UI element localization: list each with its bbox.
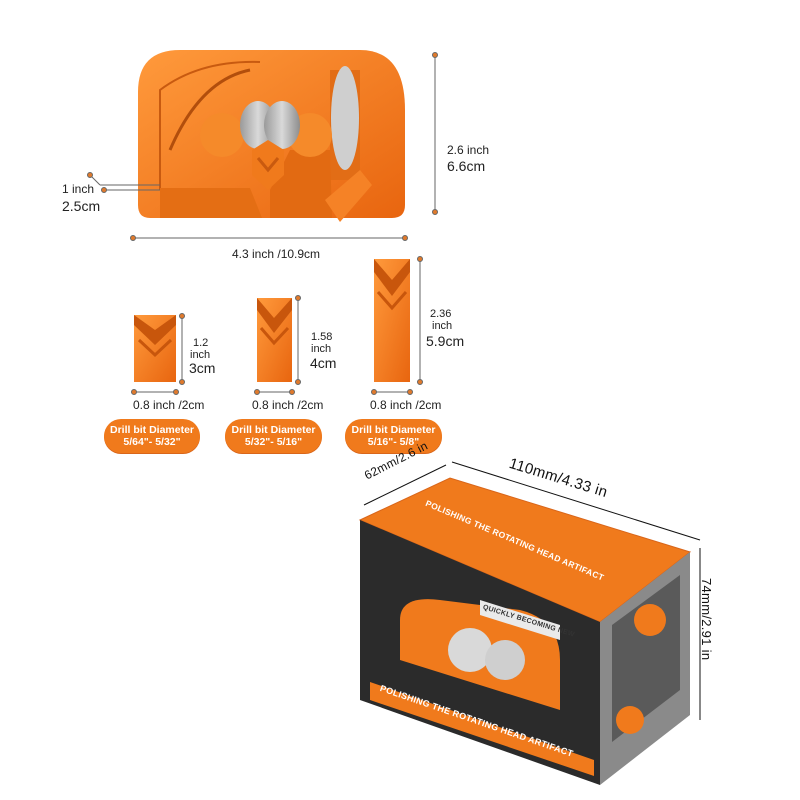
insert-dimension-lines xyxy=(131,256,423,395)
insert-small xyxy=(134,315,176,382)
insert-large-height-inch: 2.36 xyxy=(430,308,452,320)
height-label-inch: 2.6 inch xyxy=(447,143,490,157)
insert-medium-height-inch: 1.58 xyxy=(311,331,333,343)
box-height-label: 74mm/2.91 in xyxy=(699,578,714,661)
pill-title: Drill bit Diameter xyxy=(109,424,195,436)
depth-label-cm: 2.5cm xyxy=(62,198,101,214)
insert-medium-drill-pill: Drill bit Diameter 5/32"- 5/16" xyxy=(225,419,322,453)
insert-large-height-cm: 5.9cm xyxy=(426,333,465,349)
insert-small-height-inch: 1.2 xyxy=(193,337,209,349)
insert-large-width: 0.8 inch /2cm xyxy=(370,398,442,412)
insert-small-width: 0.8 inch /2cm xyxy=(133,398,205,412)
width-label: 4.3 inch /10.9cm xyxy=(232,247,321,261)
box-dimension-lines xyxy=(363,461,701,720)
pill-range: 5/32"- 5/16" xyxy=(244,436,303,448)
insert-medium-width: 0.8 inch /2cm xyxy=(252,398,324,412)
insert-large-drill-pill: Drill bit Diameter 5/16"- 5/8" xyxy=(345,419,442,453)
depth-label-inch: 1 inch xyxy=(62,182,95,196)
insert-small-drill-pill: Drill bit Diameter 5/64"- 5/32" xyxy=(104,419,200,453)
insert-large-height-unit: inch xyxy=(432,320,453,332)
pill-title: Drill bit Diameter xyxy=(231,424,316,436)
insert-small-height-unit: inch xyxy=(190,349,211,361)
insert-small-height-cm: 3cm xyxy=(189,360,216,376)
product-box xyxy=(358,477,692,785)
insert-large xyxy=(374,259,410,382)
pill-range: 5/64"- 5/32" xyxy=(123,436,181,448)
main-dimension-lines xyxy=(87,52,438,241)
pill-range: 5/16"- 5/8" xyxy=(367,436,420,448)
insert-medium xyxy=(257,298,292,382)
insert-medium-height-unit: inch xyxy=(311,343,332,355)
sharpener-body xyxy=(138,50,405,222)
insert-medium-height-cm: 4cm xyxy=(310,355,337,371)
pill-title: Drill bit Diameter xyxy=(351,424,436,436)
height-label-cm: 6.6cm xyxy=(447,158,486,174)
